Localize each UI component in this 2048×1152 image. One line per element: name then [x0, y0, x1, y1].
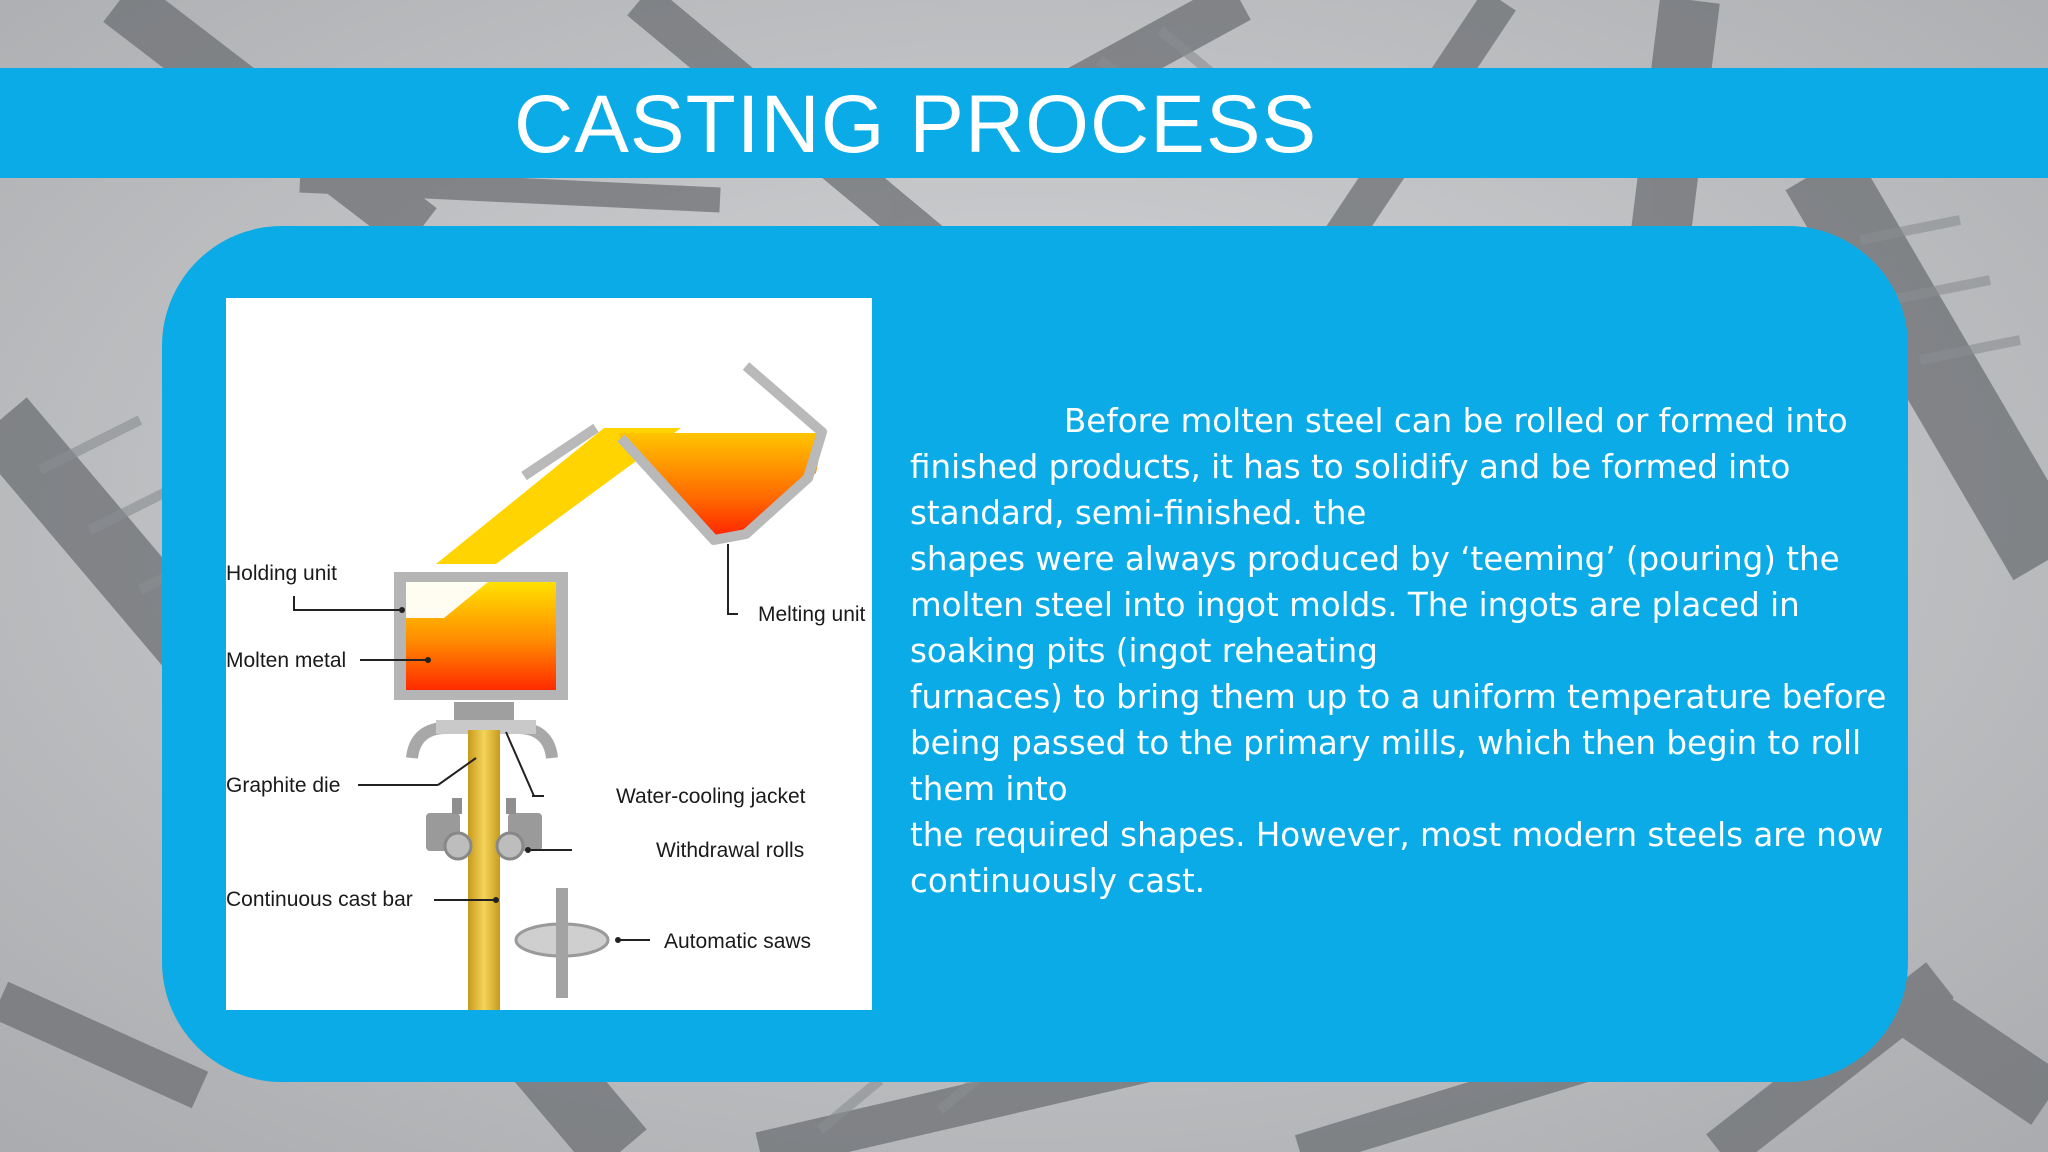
melting-unit-molten — [618, 433, 824, 540]
label-molten-metal: Molten metal — [226, 649, 346, 672]
text-line: finished products, it has to solidify an… — [910, 448, 1791, 486]
casting-diagram: Holding unit Molten metal Graphite die C… — [226, 298, 872, 1010]
body-paragraph: Before molten steel can be rolled or for… — [910, 398, 1887, 904]
title-band — [0, 68, 2048, 178]
text-line: soaking pits (ingot reheating — [910, 632, 1378, 670]
melting-unit-shell — [617, 362, 827, 545]
withdrawal-rolls — [426, 798, 542, 861]
label-water-cooling-jacket: Water-cooling jacket — [616, 785, 806, 808]
automatic-saw — [514, 888, 610, 998]
label-automatic-saws: Automatic saws — [664, 930, 811, 953]
label-withdrawal-rolls: Withdrawal rolls — [656, 839, 804, 862]
text-line: shapes were always produced by ‘teeming’… — [910, 540, 1840, 578]
text-line: Before molten steel can be rolled or for… — [1064, 402, 1848, 440]
label-holding-unit: Holding unit — [226, 562, 337, 585]
label-melting-unit: Melting unit — [758, 603, 866, 626]
text-line: the required shapes. However, most moder… — [910, 816, 1884, 854]
text-line: them into — [910, 770, 1068, 808]
text-line: being passed to the primary mills, which… — [910, 724, 1862, 762]
text-line: molten steel into ingot molds. The ingot… — [910, 586, 1800, 624]
pour-stream — [436, 428, 681, 564]
label-continuous-cast-bar: Continuous cast bar — [226, 888, 413, 911]
text-line: furnaces) to bring them up to a uniform … — [910, 678, 1887, 716]
text-line: standard, semi-finished. the — [910, 494, 1367, 532]
label-graphite-die: Graphite die — [226, 774, 340, 797]
text-line: continuously cast. — [910, 862, 1206, 900]
continuous-cast-bar — [468, 730, 500, 1010]
slide-title: CASTING PROCESS — [514, 79, 1318, 170]
